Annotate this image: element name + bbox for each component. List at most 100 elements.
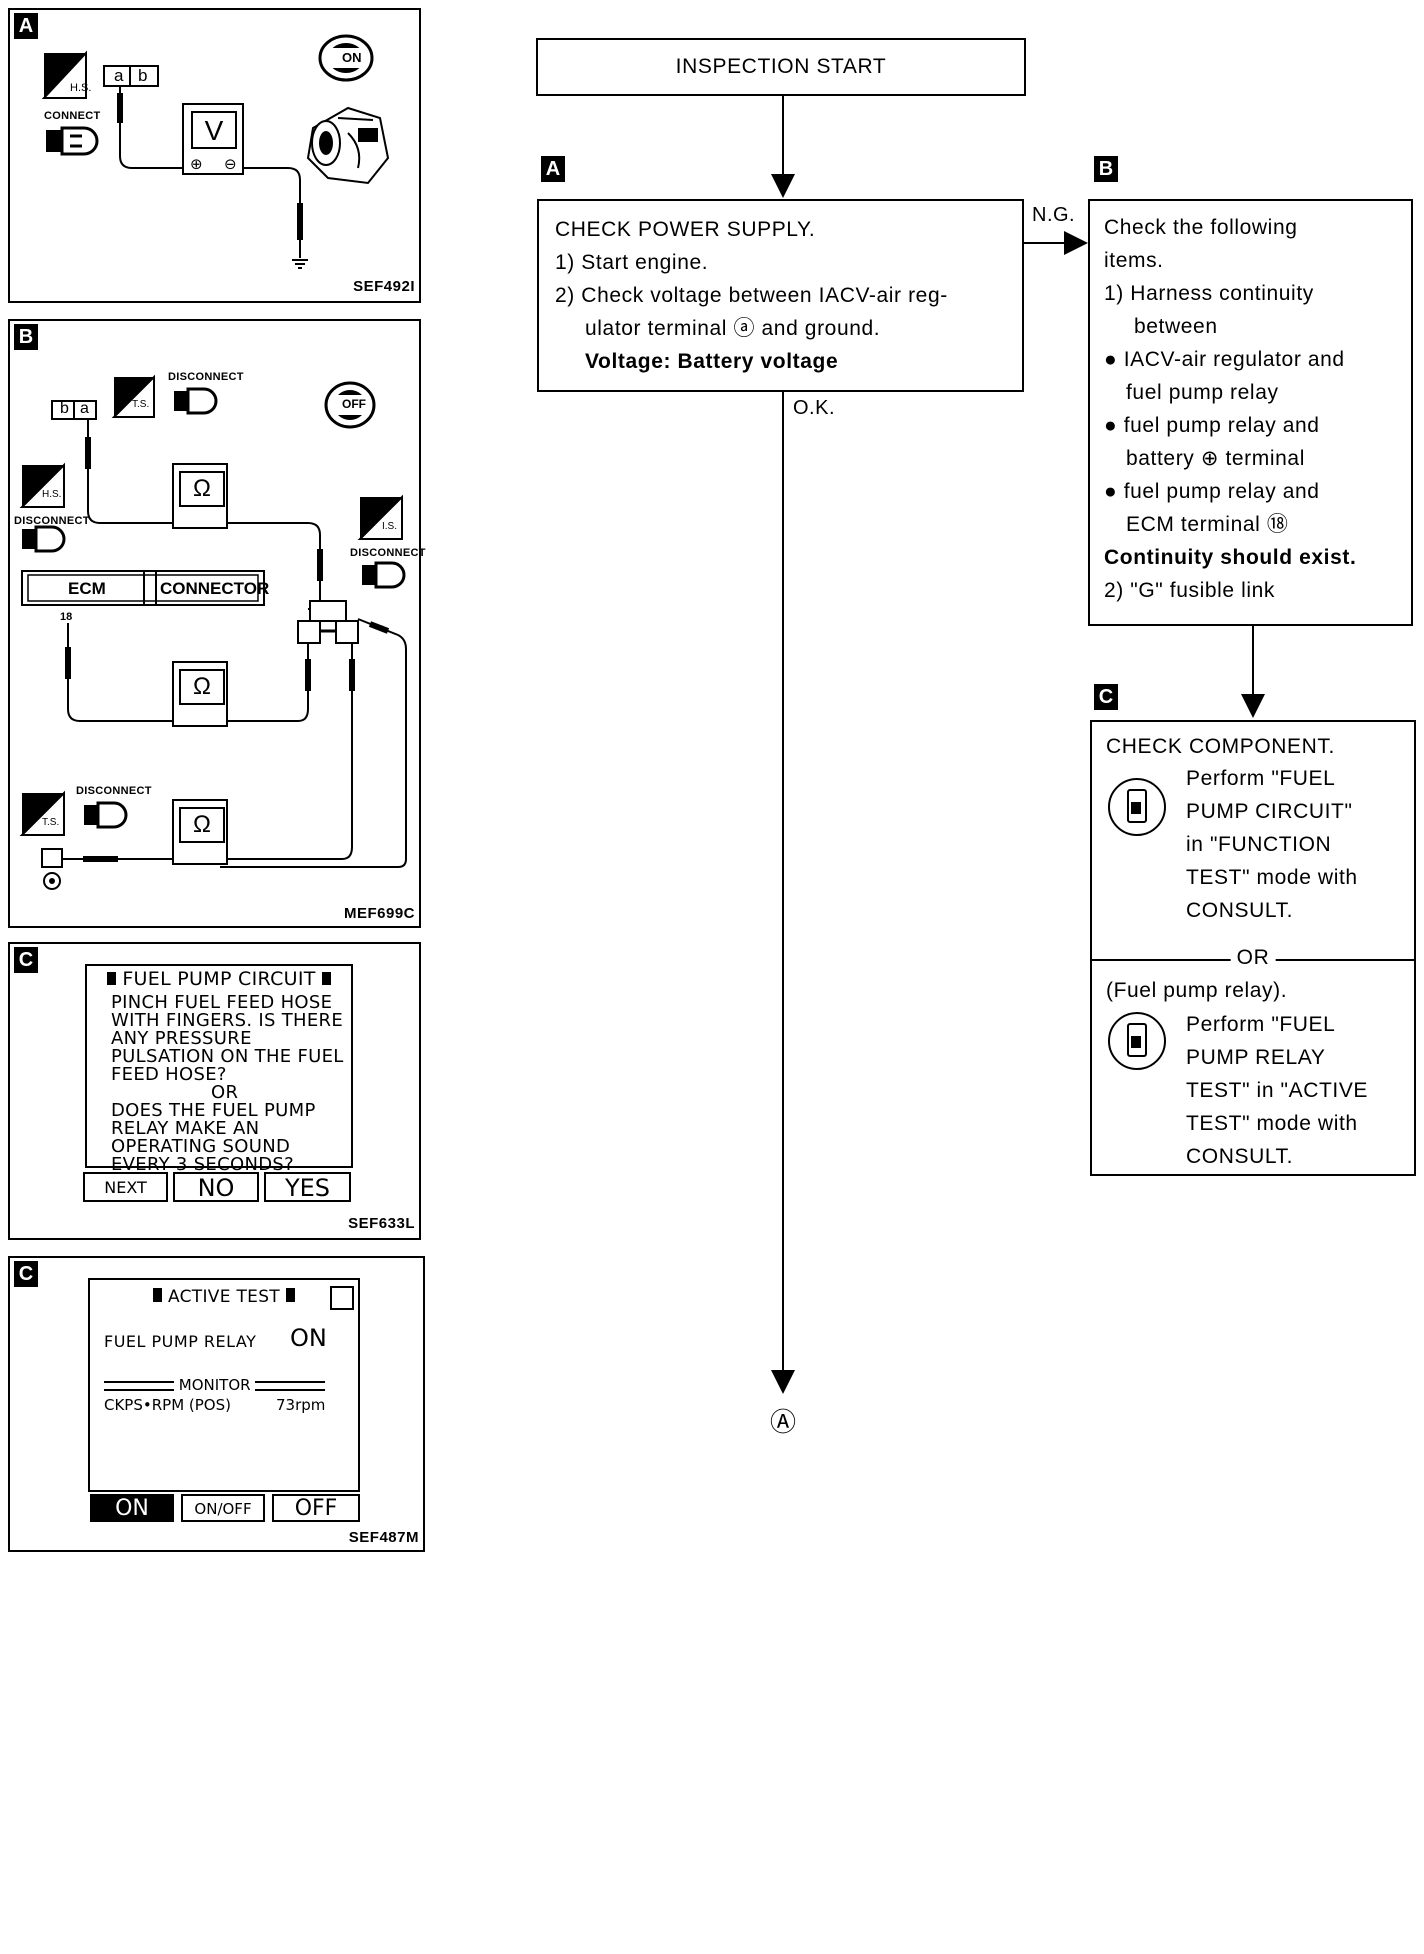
ohmmeter-3: Ω (172, 799, 228, 865)
disconnect-label-4: DISCONNECT (76, 785, 152, 797)
ohmmeter-face: Ω (179, 669, 225, 705)
terminal-a-label: a (114, 66, 124, 85)
on-button[interactable]: ON (90, 1494, 174, 1522)
off-button[interactable]: OFF (272, 1494, 360, 1522)
step-c-option1-line: CONSULT. (1186, 899, 1294, 922)
voltmeter: V ⊕ ⊖ (182, 103, 244, 175)
inspection-start-box: INSPECTION START (536, 38, 1026, 96)
step-c-option2-line: CONSULT. (1186, 1145, 1294, 1168)
ecm-label: ECM (68, 579, 106, 598)
step-c-title: CHECK COMPONENT. (1106, 735, 1335, 758)
ok-label: O.K. (793, 397, 836, 419)
screen-title-text: ACTIVE TEST (168, 1287, 280, 1307)
harness-code-2: H.S. (42, 489, 62, 500)
step-c-tag: C (1094, 684, 1118, 710)
ohmmeter-2: Ω (172, 661, 228, 727)
screen-line: ANY PRESSURE (111, 1028, 252, 1049)
connect-label: CONNECT (44, 110, 101, 122)
step-b-line: ● fuel pump relay and (1104, 414, 1320, 437)
panel-b-wiring (19, 374, 407, 890)
consult-screen: FUEL PUMP CIRCUIT PINCH FUEL FEED HOSE W… (85, 964, 353, 1174)
step-b-line: between (1134, 315, 1218, 338)
monitor-item-value: 73rpm (276, 1396, 326, 1414)
panel-c1-tag: C (14, 947, 38, 973)
screen-corner-checkbox[interactable] (330, 1286, 354, 1310)
panel-a-code: SEF492I (353, 278, 415, 295)
screen-title-text: FUEL PUMP CIRCUIT (122, 968, 316, 990)
ignition-key-icon (318, 34, 374, 82)
step-b-line: items. (1104, 249, 1164, 272)
screen-line: OPERATING SOUND (111, 1136, 291, 1157)
on-off-button[interactable]: ON/OFF (181, 1494, 265, 1522)
yes-button[interactable]: YES (264, 1172, 351, 1202)
step-c-option2-line: Perform "FUEL (1186, 1013, 1336, 1036)
ignition-label: ON (342, 50, 362, 65)
disconnect-label-2: DISCONNECT (14, 515, 90, 527)
panel-b-code: MEF699C (343, 905, 415, 922)
screen-title: FUEL PUMP CIRCUIT (87, 968, 351, 990)
step-a-spec: Voltage: Battery voltage (585, 350, 839, 373)
connect-plug-icon (46, 126, 99, 156)
disconnect-label-3: DISCONNECT (350, 547, 426, 559)
step-a-line: 2) Check voltage between IACV-air reg- (555, 284, 948, 307)
panel-c2-consult-screen: C ACTIVE TEST FUEL PUMP RELAY ON MONITOR… (8, 1256, 425, 1552)
step-c-option2: Perform "FUEL PUMP RELAY TEST" in "ACTIV… (1186, 1008, 1368, 1173)
step-b-tag: B (1094, 156, 1118, 182)
screen-message: PINCH FUEL FEED HOSE WITH FINGERS. IS TH… (87, 990, 351, 1174)
step-b-line: ● IACV-air regulator and (1104, 348, 1345, 371)
step-a-tag: A (541, 156, 565, 182)
step-c-option1-line: in "FUNCTION (1186, 833, 1332, 856)
step-a-box: CHECK POWER SUPPLY. 1) Start engine. 2) … (537, 199, 1024, 392)
engine-air-regulator-illustration (306, 106, 390, 185)
screen-line: PULSATION ON THE FUEL (111, 1046, 344, 1067)
screen-line: WITH FINGERS. IS THERE (111, 1010, 344, 1031)
or-label: OR (1230, 946, 1276, 970)
voltmeter-face: V (191, 111, 237, 149)
step-b-line: ● fuel pump relay and (1104, 480, 1320, 503)
monitor-divider: MONITOR (104, 1376, 350, 1394)
no-button[interactable]: NO (173, 1172, 259, 1202)
harness-code-4: T.S. (42, 817, 60, 828)
active-test-item-value: ON (290, 1324, 327, 1352)
ohmmeter-1: Ω (172, 463, 228, 529)
panel-c1-consult-screen: C FUEL PUMP CIRCUIT PINCH FUEL FEED HOSE… (8, 942, 421, 1240)
harness-code-3: I.S. (382, 521, 398, 532)
step-c-option1-line: TEST" mode with (1186, 866, 1358, 889)
connector-label: CONNECTOR (160, 579, 270, 598)
consult-tester-icon (1108, 778, 1166, 836)
panel-c1-code: SEF633L (348, 1215, 415, 1232)
next-button[interactable]: NEXT (83, 1172, 168, 1202)
panel-b-tag: B (14, 324, 38, 350)
step-b-tail: 2) "G" fusible link (1104, 579, 1276, 602)
panel-b-diagram: B (8, 319, 425, 928)
terminal-b-label: b (138, 66, 148, 85)
step-c-option1-line: PUMP CIRCUIT" (1186, 800, 1353, 823)
screen-line: EVERY 3 SECONDS? (111, 1154, 294, 1175)
step-c-relay-line: (Fuel pump relay). (1106, 979, 1288, 1002)
step-b-box: Check the following items. 1) Harness co… (1088, 199, 1413, 626)
panel-a-tag: A (14, 13, 38, 39)
step-b-line: battery ⊕ terminal (1126, 447, 1305, 470)
terminal-b-label: b (60, 400, 69, 417)
panel-a-wiring (41, 34, 390, 269)
step-a-line: 1) Start engine. (555, 251, 709, 274)
panel-c2-code: SEF487M (348, 1529, 419, 1546)
step-b-spec: Continuity should exist. (1104, 546, 1357, 569)
step-a-line: CHECK POWER SUPPLY. (555, 218, 816, 241)
screen-line: RELAY MAKE AN (111, 1118, 260, 1139)
step-c-option2-line: TEST" in "ACTIVE (1186, 1079, 1369, 1102)
harness-code-1: T.S. (132, 399, 150, 410)
screen-line: FEED HOSE? (111, 1064, 227, 1085)
harness-code-label: H.S. (70, 82, 92, 94)
step-c-option1-line: Perform "FUEL (1186, 767, 1336, 790)
terminal-18-label: 18 (60, 611, 73, 623)
monitor-item-label: CKPS•RPM (POS) (104, 1396, 231, 1414)
disconnect-plug-icon (22, 387, 406, 829)
end-marker-a: Ⓐ (770, 1407, 797, 1437)
step-b-line: Check the following (1104, 216, 1298, 239)
inspection-start-label: INSPECTION START (675, 55, 887, 78)
consult-tester-icon (1108, 1012, 1166, 1070)
monitor-label: MONITOR (178, 1376, 251, 1394)
minus-terminal-icon: ⊖ (224, 156, 237, 173)
panel-c2-tag: C (14, 1261, 38, 1287)
